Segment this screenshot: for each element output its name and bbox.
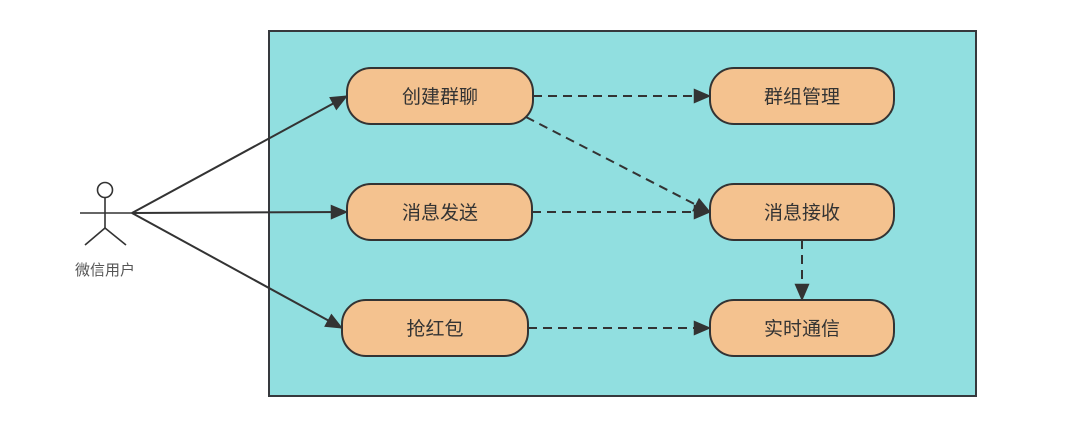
actor-right-leg (104, 227, 127, 246)
edge-user-to-create-group (131, 95, 349, 214)
edge-user-to-send-msg (131, 204, 349, 220)
usecase-shape (709, 299, 895, 357)
usecase-create-group[interactable]: 创建群聊 (346, 67, 534, 125)
edges-layer (131, 88, 810, 336)
edge-create-group-to-recv-msg (525, 116, 712, 213)
usecase-realtime-communication[interactable]: 实时通信 (709, 299, 895, 357)
usecase-shape (709, 67, 895, 125)
usecase-label: 消息接收 (764, 202, 840, 224)
usecase-shape (341, 299, 529, 357)
usecase-label: 创建群聊 (402, 86, 478, 108)
actor-user[interactable]: 微信用户 (75, 181, 135, 280)
usecase-shape (346, 67, 534, 125)
actor-head (96, 181, 114, 199)
usecase-shape (709, 183, 895, 241)
usecase-shape (346, 183, 533, 241)
usecase-label: 群组管理 (764, 86, 840, 108)
usecase-red-packet[interactable]: 抢红包 (341, 299, 529, 357)
usecase-send-message[interactable]: 消息发送 (346, 183, 533, 241)
edge-user-to-red-packet (131, 212, 344, 329)
usecase-label: 抢红包 (406, 318, 463, 340)
usecase-label: 实时通信 (764, 318, 840, 340)
usecase-receive-message[interactable]: 消息接收 (709, 183, 895, 241)
actor-label: 微信用户 (75, 261, 135, 279)
actor-left-leg (84, 227, 106, 246)
usecase-group-manage[interactable]: 群组管理 (709, 67, 895, 125)
usecase-label: 消息发送 (402, 202, 478, 224)
